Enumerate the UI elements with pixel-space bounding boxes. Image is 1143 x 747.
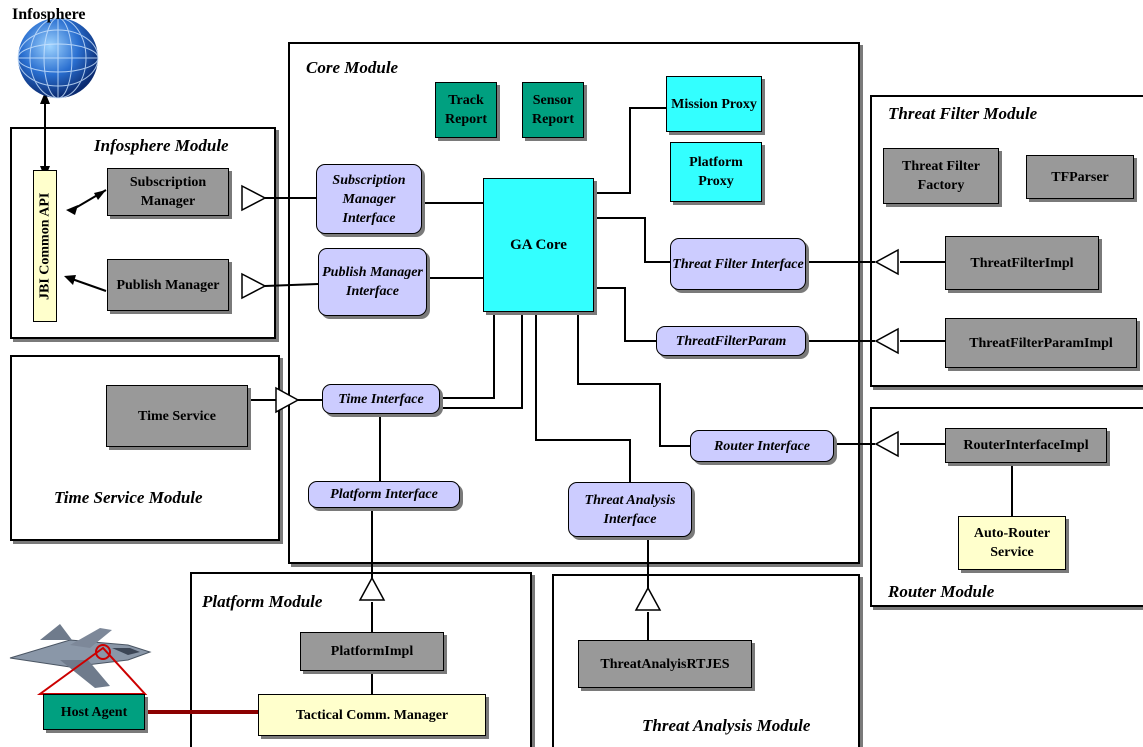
time-service: Time Service <box>106 385 248 447</box>
platform-module-title: Platform Module <box>202 592 323 611</box>
router-module-title: Router Module <box>888 582 995 601</box>
infosphere-module-title: Infosphere Module <box>94 136 229 155</box>
time-interface: Time Interface <box>322 384 440 414</box>
platform-interface: Platform Interface <box>308 481 460 508</box>
sensor-report: Sensor Report <box>522 82 584 138</box>
router-interface: Router Interface <box>690 430 834 462</box>
tfparser: TFParser <box>1026 155 1134 199</box>
threat-filter-module-title: Threat Filter Module <box>888 104 1038 123</box>
jbi-common-api: JBI Common API <box>33 170 57 322</box>
threat-filter-impl: ThreatFilterImpl <box>945 236 1099 290</box>
threat-filter-param: ThreatFilterParam <box>656 326 806 356</box>
time-service-module-title: Time Service Module <box>54 488 203 507</box>
core-module-title: Core Module <box>306 58 399 77</box>
threat-analysis-rtjes: ThreatAnalyisRTJES <box>578 640 752 688</box>
subscription-manager: Subscription Manager <box>107 168 229 216</box>
platform-proxy: Platform Proxy <box>670 142 762 202</box>
platform-impl: PlatformImpl <box>300 632 444 671</box>
router-interface-impl: RouterInterfaceImpl <box>945 428 1107 463</box>
mission-proxy: Mission Proxy <box>666 76 762 132</box>
threat-filter-factory: Threat Filter Factory <box>883 148 999 204</box>
tactical-comm-manager: Tactical Comm. Manager <box>258 694 486 736</box>
threat-filter-param-impl: ThreatFilterParamImpl <box>945 318 1137 368</box>
auto-router-service: Auto-Router Service <box>958 516 1066 570</box>
publish-manager-interface: Publish Manager Interface <box>318 248 427 316</box>
ga-core: GA Core <box>483 178 594 312</box>
infosphere-label: Infosphere <box>12 6 86 23</box>
publish-manager: Publish Manager <box>107 259 229 311</box>
globe-icon <box>17 17 99 99</box>
threat-analysis-module-title: Threat Analysis Module <box>642 716 811 735</box>
host-agent: Host Agent <box>43 694 145 730</box>
track-report: Track Report <box>435 82 497 138</box>
jet-aircraft-icon <box>9 624 152 688</box>
threat-filter-interface: Threat Filter Interface <box>670 238 806 290</box>
subscription-manager-interface: Subscription Manager Interface <box>316 164 422 234</box>
threat-analysis-interface: Threat Analysis Interface <box>568 482 692 537</box>
